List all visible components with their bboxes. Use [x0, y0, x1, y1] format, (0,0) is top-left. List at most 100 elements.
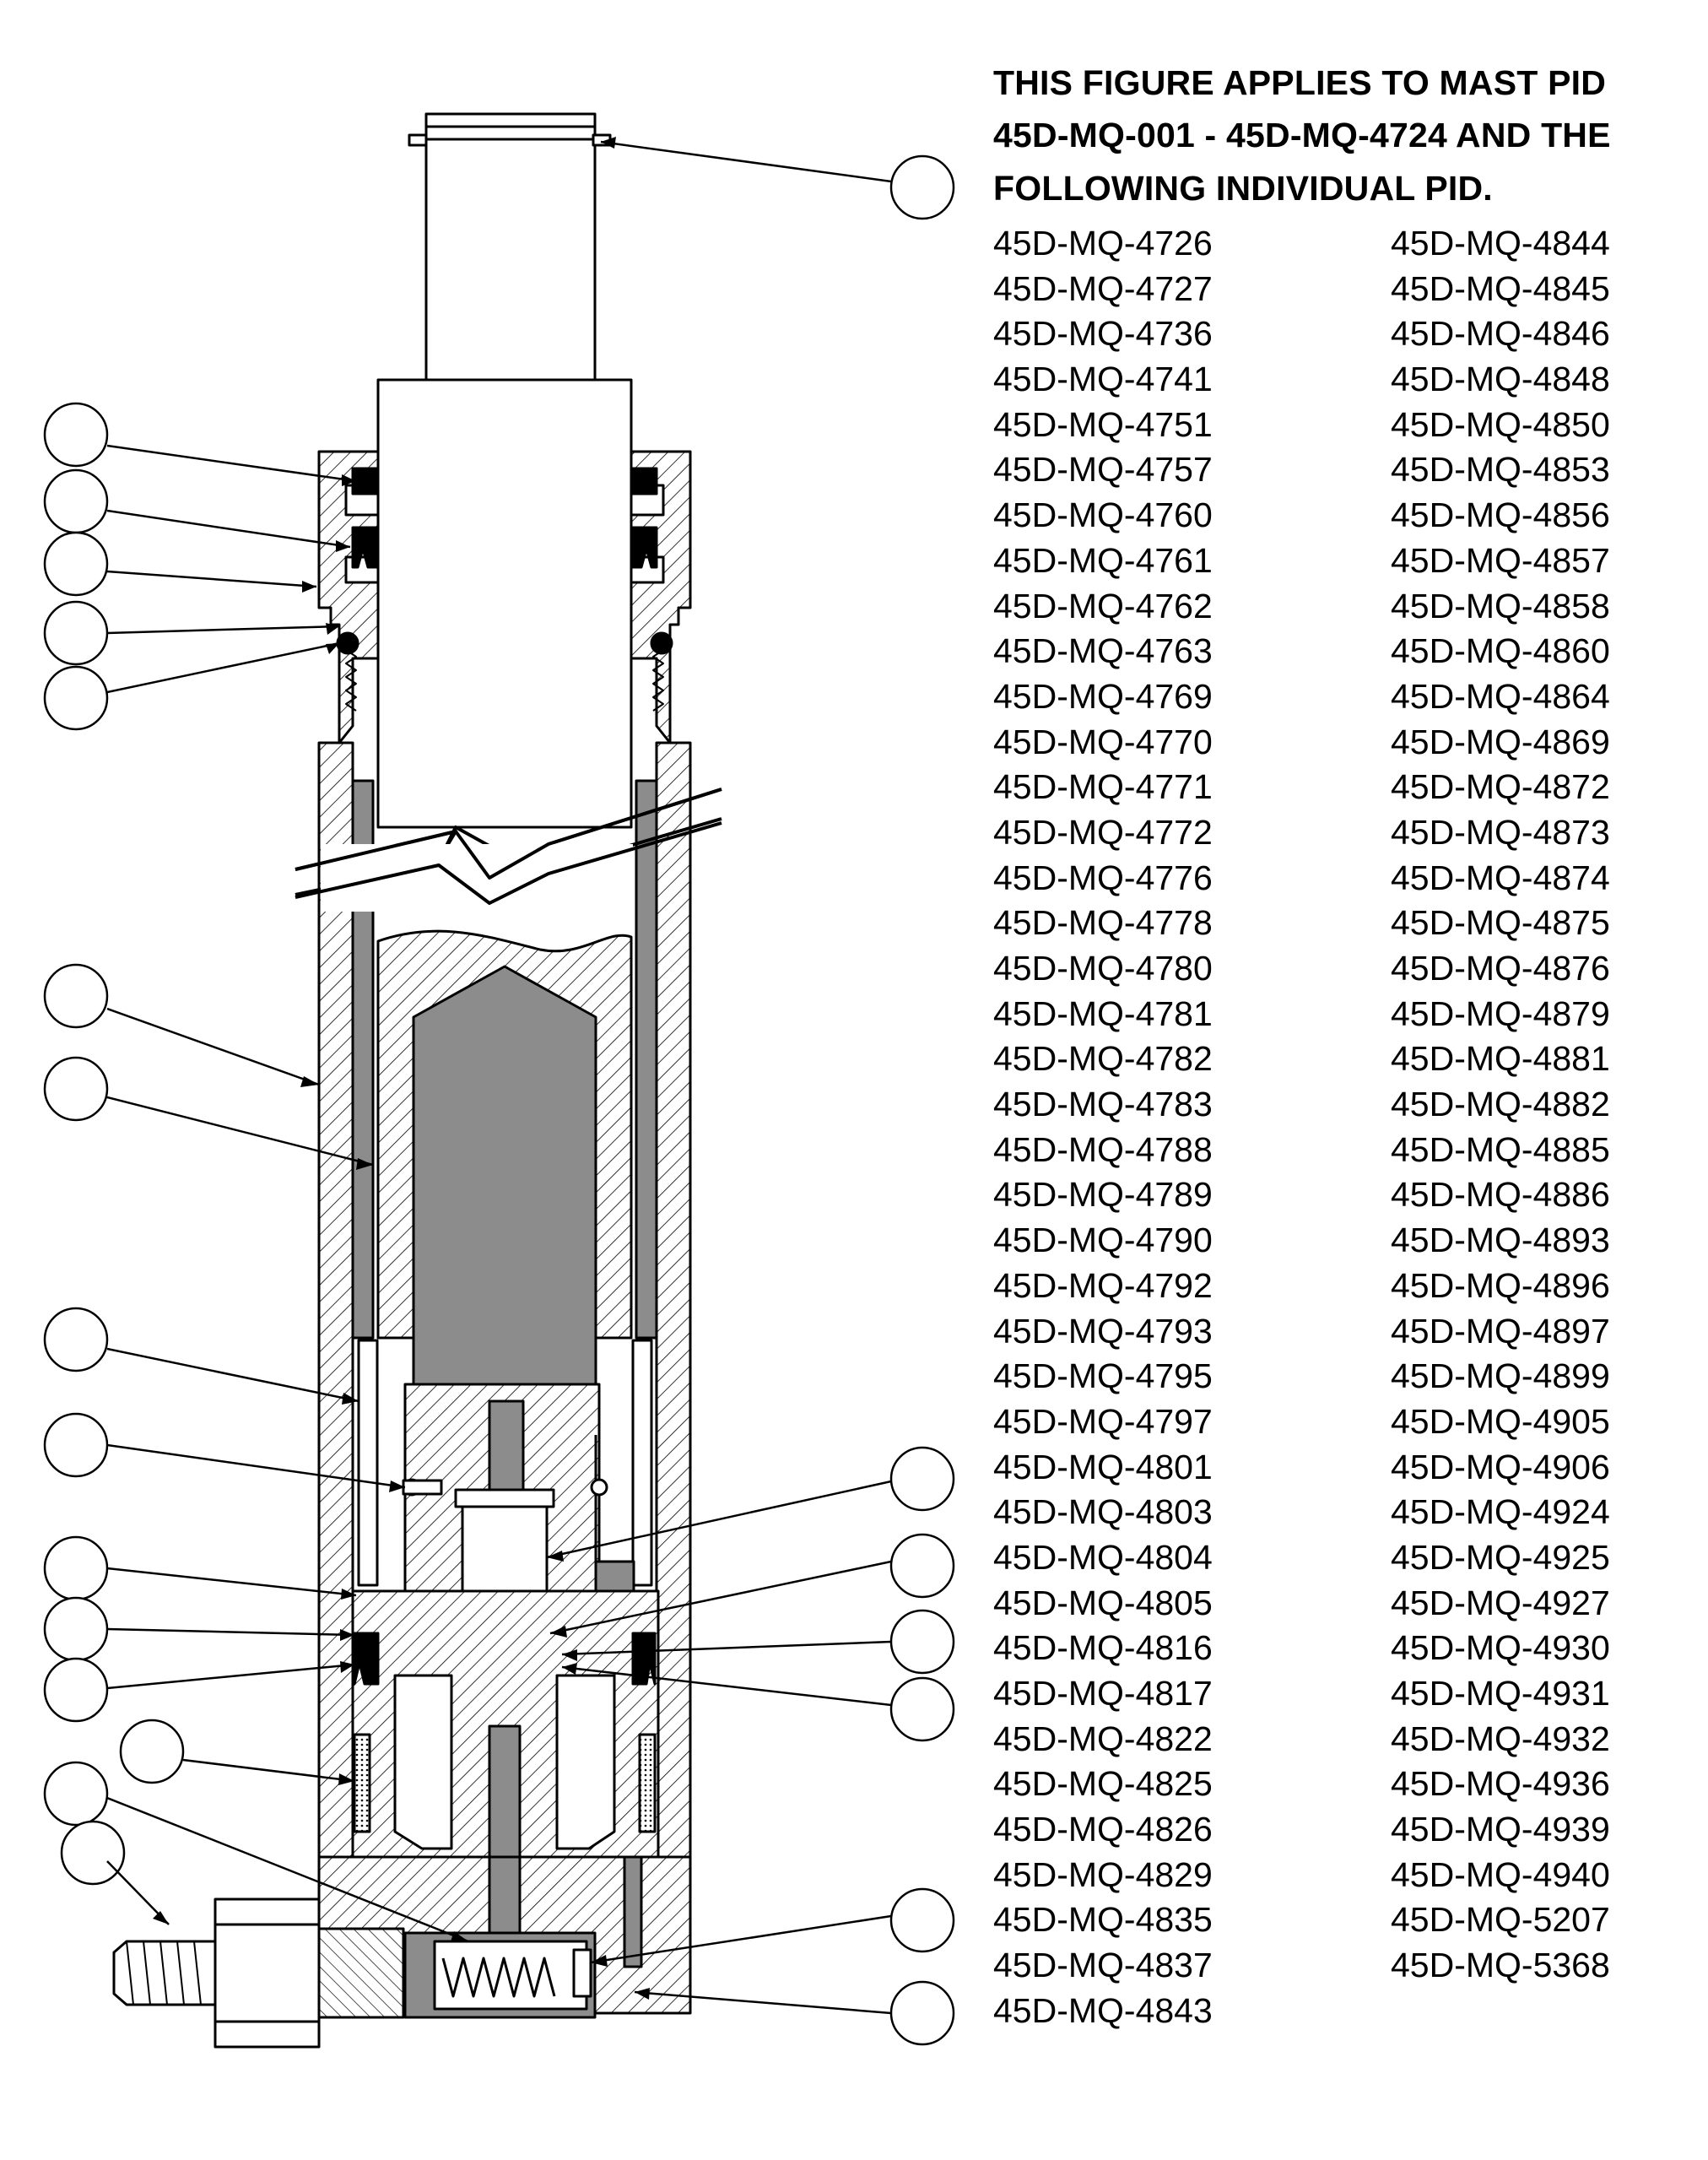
- pid-entry: 45D-MQ-4896: [1391, 1265, 1610, 1305]
- pid-entry: 45D-MQ-4845: [1391, 268, 1610, 308]
- pid-entry: 45D-MQ-5368: [1391, 1946, 1610, 1985]
- o-ring-left: [336, 631, 359, 655]
- pid-list-column-2: 45D-MQ-4844 45D-MQ-4845 45D-MQ-4846 45D-MQ-…: [1391, 221, 1610, 1989]
- pid-entry: 45D-MQ-4932: [1391, 1719, 1610, 1758]
- callout-balloon: [889, 1676, 955, 1742]
- callout-balloon: [43, 1596, 109, 1662]
- pid-entry: 45D-MQ-4741: [993, 360, 1213, 399]
- pid-entry: 45D-MQ-4797: [993, 1401, 1213, 1441]
- pid-entry: 45D-MQ-4778: [993, 903, 1213, 943]
- pid-entry: 45D-MQ-4936: [1391, 1764, 1610, 1804]
- cylinder-wall-right: [655, 741, 692, 1867]
- check-valve-body: [433, 1940, 588, 2011]
- rod-seal-right: [630, 526, 658, 569]
- piston-seal-left: [353, 1632, 380, 1686]
- leader-lines: [106, 140, 892, 2015]
- pid-entry: 45D-MQ-4869: [1391, 722, 1610, 761]
- pid-entry: 45D-MQ-4795: [993, 1356, 1213, 1396]
- pid-entry: 45D-MQ-4804: [993, 1537, 1213, 1577]
- pid-entry: 45D-MQ-4761: [993, 540, 1213, 580]
- pid-entry: 45D-MQ-4776: [993, 858, 1213, 897]
- thread-left: [345, 649, 357, 712]
- pid-entry: 45D-MQ-4885: [1391, 1129, 1610, 1169]
- pid-entry: 45D-MQ-4817: [993, 1674, 1213, 1713]
- pid-entry: 45D-MQ-5207: [1391, 1900, 1610, 1940]
- cylinder-head-right: [630, 450, 692, 744]
- pid-entry: 45D-MQ-4757: [993, 450, 1213, 490]
- pid-entry: 45D-MQ-4927: [1391, 1583, 1610, 1622]
- pid-entry: 45D-MQ-4816: [993, 1628, 1213, 1668]
- leader-arrowheads: [153, 137, 650, 2000]
- callout-balloon: [889, 154, 955, 220]
- pid-entry: 45D-MQ-4844: [1391, 224, 1610, 263]
- spool-pocket-left: [393, 1674, 453, 1850]
- pid-entry: 45D-MQ-4736: [993, 314, 1213, 354]
- pid-entry: 45D-MQ-4860: [1391, 631, 1610, 671]
- pid-entry: 45D-MQ-4790: [993, 1221, 1213, 1260]
- pid-entry: 45D-MQ-4727: [993, 268, 1213, 308]
- callout-balloon: [889, 1980, 955, 2046]
- pid-entry: 45D-MQ-4793: [993, 1311, 1213, 1351]
- pid-entry: 45D-MQ-4850: [1391, 404, 1610, 444]
- pid-entry: 45D-MQ-4770: [993, 722, 1213, 761]
- roll-pin: [402, 1479, 443, 1496]
- pid-entry: 45D-MQ-4792: [993, 1265, 1213, 1305]
- bleed-passage: [623, 1855, 643, 1968]
- guide-sleeve-right: [631, 1339, 653, 1587]
- callout-balloon: [43, 600, 109, 666]
- retaining-ring: [408, 133, 428, 147]
- pid-entry: 45D-MQ-4899: [1391, 1356, 1610, 1396]
- pid-entry: 45D-MQ-4829: [993, 1854, 1213, 1894]
- pid-entry: 45D-MQ-4835: [993, 1900, 1213, 1940]
- pid-entry: 45D-MQ-4825: [993, 1764, 1213, 1804]
- pid-entry: 45D-MQ-4873: [1391, 812, 1610, 852]
- callout-balloon: [60, 1820, 126, 1886]
- callout-balloon: [43, 1056, 109, 1122]
- pid-entry: 45D-MQ-4905: [1391, 1401, 1610, 1441]
- pid-entry: 45D-MQ-4874: [1391, 858, 1610, 897]
- piston-seal-right: [631, 1632, 657, 1686]
- callout-balloon: [43, 1657, 109, 1723]
- pid-entry: 45D-MQ-4783: [993, 1085, 1213, 1124]
- pid-entry: 45D-MQ-4872: [1391, 767, 1610, 807]
- pid-entry: 45D-MQ-4881: [1391, 1039, 1610, 1079]
- callout-balloon: [889, 1446, 955, 1512]
- pid-entry: 45D-MQ-4763: [993, 631, 1213, 671]
- pid-entry: 45D-MQ-4762: [993, 586, 1213, 625]
- pid-entry: 45D-MQ-4837: [993, 1946, 1213, 1985]
- pid-entry: 45D-MQ-4879: [1391, 993, 1610, 1033]
- pid-entry: 45D-MQ-4939: [1391, 1810, 1610, 1849]
- fitting-threads: [317, 1927, 405, 2019]
- pid-entry: 45D-MQ-4925: [1391, 1537, 1610, 1577]
- pid-entry: 45D-MQ-4940: [1391, 1854, 1610, 1894]
- check-poppet: [572, 1948, 592, 1998]
- callout-balloon: [43, 1761, 109, 1827]
- cylinder-head-left: [317, 450, 380, 744]
- valve-stem-upper: [488, 1399, 525, 1496]
- pid-entry: 45D-MQ-4924: [1391, 1492, 1610, 1532]
- pid-entry: 45D-MQ-4789: [993, 1175, 1213, 1215]
- pid-entry: 45D-MQ-4760: [993, 495, 1213, 535]
- pid-entry: 45D-MQ-4858: [1391, 586, 1610, 625]
- callout-balloon: [43, 1412, 109, 1478]
- hydraulic-fitting: [214, 1897, 321, 2049]
- figure-note-line-1: THIS FIGURE APPLIES TO MAST PID: [993, 63, 1607, 102]
- pid-entry: 45D-MQ-4846: [1391, 314, 1610, 354]
- callout-balloon: [889, 1533, 955, 1599]
- pid-entry: 45D-MQ-4822: [993, 1719, 1213, 1758]
- figure-note-line-2: 45D-MQ-001 - 45D-MQ-4724 AND THE: [993, 116, 1611, 154]
- pid-entry: 45D-MQ-4856: [1391, 495, 1610, 535]
- cylinder-assembly: [112, 112, 722, 2049]
- figure-note-line-3: FOLLOWING INDIVIDUAL PID.: [993, 169, 1493, 208]
- rod-seal-left: [351, 526, 380, 569]
- pid-entry: 45D-MQ-4897: [1391, 1311, 1610, 1351]
- piston-rod: [376, 378, 633, 829]
- pid-entry: 45D-MQ-4843: [993, 1990, 1213, 2030]
- pid-entry: 45D-MQ-4803: [993, 1492, 1213, 1532]
- wear-band-right: [638, 1733, 657, 1833]
- spool-pocket-right: [555, 1674, 616, 1850]
- callout-balloon: [889, 1609, 955, 1675]
- pid-entry: 45D-MQ-4848: [1391, 360, 1610, 399]
- piston-rod-top: [424, 112, 597, 382]
